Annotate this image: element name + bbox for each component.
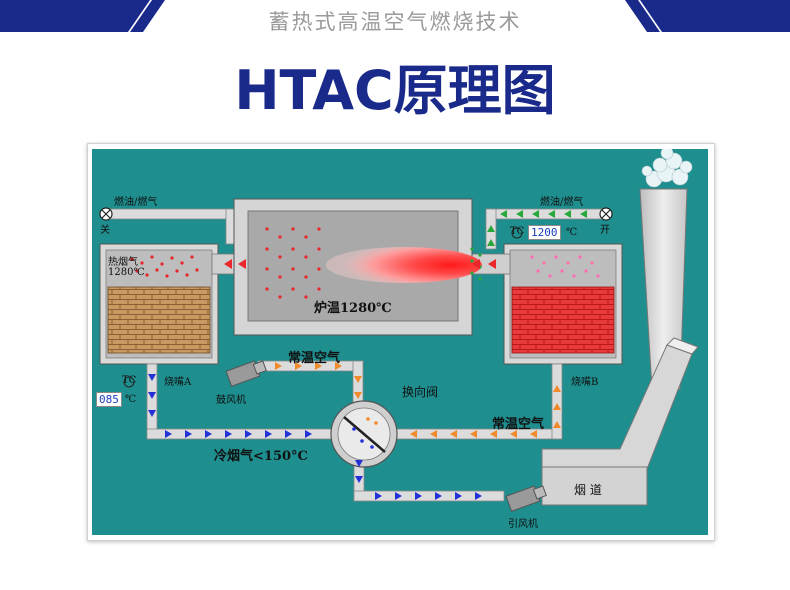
fuel-dots [470, 247, 482, 281]
fuel-arrows [487, 210, 587, 246]
furnace [233, 198, 482, 336]
blower [225, 360, 267, 387]
furnace-gas-dots [265, 227, 321, 299]
fuel-right-label: 燃油/燃气 [540, 197, 584, 208]
air-arrows [275, 362, 561, 438]
regenerator-right [503, 243, 623, 365]
thermocouple-left-icon [123, 376, 135, 388]
hot-air-dots-right [530, 255, 600, 278]
thermocouple-right-icon [511, 227, 523, 239]
hot-flue-gas-label: 热烟气 [108, 257, 138, 268]
diagram-drawing [99, 149, 699, 512]
header-banner-left [0, 0, 165, 32]
valve-left-label: 关 [100, 225, 110, 236]
regen-b-label: 烧嘴B [571, 377, 599, 388]
induced-fan-label: 引风机 [508, 519, 538, 530]
htac-diagram: 燃油/燃气 关 燃油/燃气 开 TC 1200 ℃ 热烟气 1280℃ 炉温12… [92, 149, 708, 535]
induced-fan [505, 485, 547, 512]
thermocouple-left-label: TC [122, 375, 137, 386]
header-banner-right [625, 0, 790, 32]
hot-gas-dots-left [130, 255, 199, 278]
reversing-valve [330, 400, 398, 468]
cold-flue-gas-label: 冷烟气<150°C [214, 449, 308, 464]
blower-label: 鼓风机 [216, 395, 246, 406]
valve-left-icon [99, 207, 113, 221]
flue-duct [541, 337, 699, 506]
fuel-left-label: 燃油/燃气 [114, 197, 158, 208]
ambient-air-top-label: 常温空气 [288, 351, 341, 366]
furnace-temp-label: 炉温1280℃ [314, 301, 392, 316]
fuel-pipe-left [105, 208, 237, 245]
cold-gas-arrows [148, 374, 482, 500]
thermocouple-right-label: TC [510, 226, 525, 237]
temp-unit-left: ℃ [125, 394, 137, 405]
hot-flue-temp-label: 1280℃ [108, 267, 145, 278]
reversing-valve-label: 换向阀 [402, 385, 439, 399]
page-title: HTAC原理图 [234, 59, 556, 122]
chimney-smoke [641, 149, 693, 188]
valve-right-label: 开 [600, 225, 610, 236]
temp-setpoint-readout: 1200 [528, 225, 561, 240]
regen-a-label: 烧嘴A [164, 377, 192, 388]
exhaust-temp-readout: 085 [96, 392, 122, 407]
flue-label: 烟 道 [574, 483, 602, 497]
flame [326, 247, 482, 283]
page-subtitle: 蓄热式高温空气燃烧技术 [268, 10, 522, 34]
ambient-air-right-label: 常温空气 [492, 417, 545, 432]
regenerator-left [99, 243, 219, 365]
hot-gas-arrows [224, 259, 496, 269]
valve-right-icon [599, 207, 613, 221]
temp-unit-right: ℃ [566, 227, 578, 238]
